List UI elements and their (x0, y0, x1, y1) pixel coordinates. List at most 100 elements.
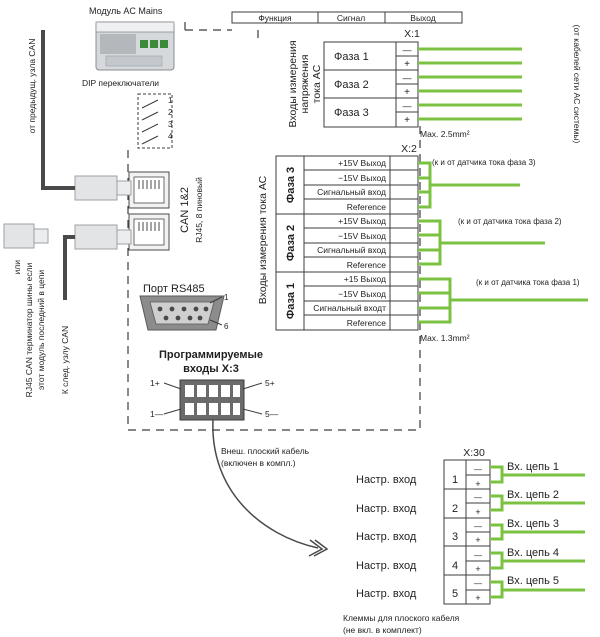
x1-terminal-block (323, 41, 419, 128)
dip-number-3: 3 (168, 120, 173, 129)
arrow-head (308, 539, 324, 557)
x30-row3-label: Настр. вход (356, 531, 417, 543)
x30-row1-num: 1 (452, 474, 458, 486)
header-signal: Сигнал (337, 13, 365, 23)
dip-switch-label: DIP переключатели (82, 78, 159, 88)
x30-row2-num: 2 (452, 503, 458, 515)
rs485-connector (139, 295, 225, 331)
terminator-line2: RJ45 CAN терминатор шины если (24, 262, 34, 397)
x1-plus-3: + (404, 115, 410, 126)
x30-minus-4: — (474, 551, 482, 560)
x1-title: X:1 (404, 28, 420, 40)
x2-max-note: Max. 1.3mm² (420, 333, 470, 343)
x30-row3-num: 3 (452, 531, 458, 543)
prog-1plus: 1+ (150, 378, 160, 388)
module-title: Модуль AC Mains (89, 6, 163, 16)
x30-plus-5: + (475, 593, 480, 603)
x30-note-line1: Клеммы для плоского кабеля (343, 613, 460, 623)
x30-circuit-5: Вх. цепь 5 (507, 575, 559, 587)
prog-connector (163, 379, 263, 421)
x2-phase2-signal-4: Reference (347, 260, 386, 270)
x30-minus-3: — (474, 522, 482, 531)
x2-phase3-signal-2: −15V Выход (338, 173, 386, 183)
x2-phase2-signal-2: −15V Выход (338, 231, 386, 241)
x1-minus-1: — (403, 45, 412, 55)
dip-number-4: 4 (168, 132, 173, 141)
x2-phase1-signal-1: +15 Выход (344, 274, 386, 284)
header-table (231, 11, 463, 24)
x2-phase-3-label: Фаза 3 (285, 167, 297, 203)
prog-5plus: 5+ (265, 378, 275, 388)
x30-circuit-3: Вх. цепь 3 (507, 518, 559, 530)
x30-minus-1: — (474, 465, 482, 474)
dip-number-2: 2 (168, 108, 173, 117)
x1-minus-3: — (403, 101, 412, 111)
x30-terminal-block (443, 459, 491, 605)
x2-terminal-block (275, 155, 419, 331)
x30-row4-num: 4 (452, 560, 458, 572)
x2-phase3-signal-1: +15V Выход (338, 158, 386, 168)
x30-minus-5: — (474, 579, 482, 588)
x1-minus-2: — (403, 73, 412, 83)
module-boundary (127, 18, 421, 431)
x1-group-label: Входы измерения напряжения тока AC (287, 41, 323, 128)
x2-phase2-note: (к и от датчика тока фаза 2) (458, 217, 562, 226)
dip-number-1: 1 (168, 96, 173, 105)
x2-phase-1-label: Фаза 1 (285, 283, 297, 319)
x2-phase3-signal-4: Reference (347, 202, 386, 212)
can-plugs (3, 30, 132, 300)
x1-plus-2: + (404, 87, 410, 98)
svg-text:напряжения: напряжения (299, 55, 311, 114)
x1-phase-1: Фаза 1 (334, 51, 369, 63)
x1-green-wires (418, 47, 522, 121)
prog-title-line1: Программируемые (159, 349, 263, 361)
svg-text:тока AC: тока AC (311, 64, 323, 103)
x2-phase1-note: (к и от датчика тока фаза 1) (476, 278, 580, 287)
x2-phase3-note: (к и от датчика тока фаза 3) (432, 158, 536, 167)
arrow-head-double (313, 539, 329, 557)
can-prev-label: от предыдущ. узла CAN (27, 39, 37, 134)
x30-row5-num: 5 (452, 588, 458, 600)
header-function: Функция (258, 13, 292, 23)
x30-circuit-2: Вх. цепь 2 (507, 489, 559, 501)
x30-row4-label: Настр. вход (356, 560, 417, 572)
can-next-label: К след. узлу CAN (60, 326, 70, 394)
x1-phase-3: Фаза 3 (334, 107, 369, 119)
cable-note-line2: (включен в компл.) (221, 458, 296, 468)
cable-note-line1: Внеш. плоский кабель (221, 446, 310, 456)
x2-green-wires (418, 161, 588, 324)
x1-side-note: (от кабелей сети AC системы) (572, 25, 582, 144)
dip-switches (137, 93, 173, 149)
rs485-pin1: 1 (224, 293, 229, 302)
x2-phase-2-label: Фаза 2 (285, 225, 297, 261)
x30-row5-label: Настр. вход (356, 588, 417, 600)
x2-phase1-signal-2: −15V Выход (338, 289, 386, 299)
x30-circuit-4: Вх. цепь 4 (507, 547, 559, 559)
flat-cable-arrow (212, 419, 319, 549)
x30-plus-2: + (475, 507, 480, 517)
x30-plus-3: + (475, 535, 480, 545)
x2-group-label: Входы измерения тока АС (257, 175, 269, 304)
terminator-line1: или (12, 260, 22, 275)
x30-circuit-1: Вх. цепь 1 (507, 461, 559, 473)
x1-max-note: Max. 2.5mm² (420, 129, 470, 139)
x30-row2-label: Настр. вход (356, 503, 417, 515)
x30-plus-1: + (475, 479, 480, 489)
x2-phase2-signal-3: Сигнальный вход (317, 245, 386, 255)
prog-5minus: 5— (265, 409, 279, 419)
x2-phase1-signal-4: Reference (347, 318, 386, 328)
x2-phase1-signal-3: Сигнальный входт (313, 303, 386, 313)
x30-title: X:30 (463, 447, 485, 459)
rs485-label: Порт RS485 (143, 283, 205, 295)
x2-phase3-signal-3: Сигнальный вход (317, 187, 386, 197)
x30-note-line2: (не вкл. в комплект) (343, 625, 422, 635)
can-sublabel: RJ45, 8 пиновый (194, 177, 204, 243)
prog-title-line2: входы X:3 (183, 363, 239, 375)
svg-text:Входы измерения: Входы измерения (287, 41, 299, 128)
x2-title: X:2 (401, 143, 417, 155)
x2-phase2-signal-1: +15V Выход (338, 216, 386, 226)
x30-green-wires (490, 465, 585, 599)
rs485-pin6: 6 (224, 322, 229, 331)
x1-plus-1: + (404, 59, 410, 70)
